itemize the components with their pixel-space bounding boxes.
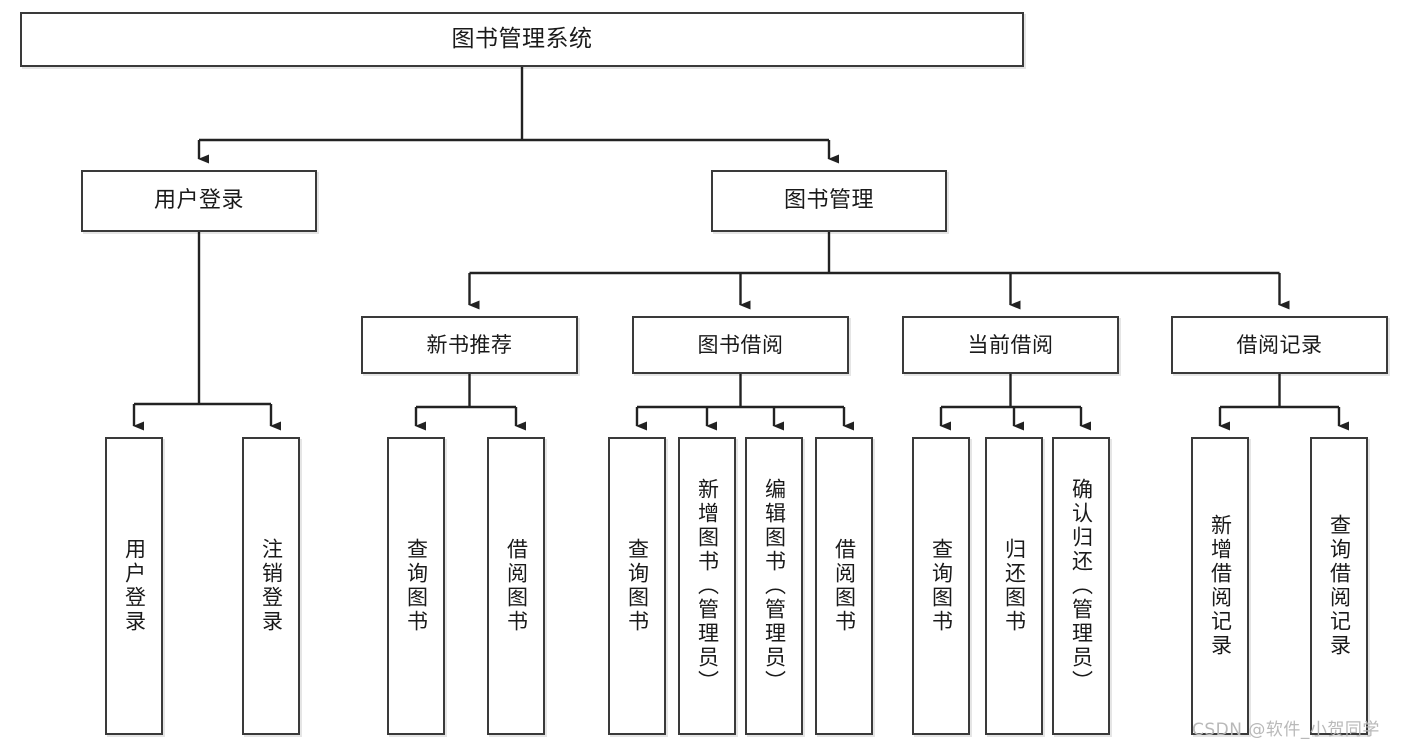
node-book-manage[interactable]: 图书管理 (711, 170, 947, 232)
node-query-book-current[interactable]: 查询图书 (912, 437, 970, 735)
node-add-borrow-record-label: 新增借阅记录 (1208, 514, 1233, 658)
csdn-watermark: CSDN @软件_小贺同学 (1192, 720, 1380, 740)
node-user-login-action-label: 用户登录 (122, 538, 147, 634)
node-query-borrow-record[interactable]: 查询借阅记录 (1310, 437, 1368, 735)
node-borrow-book-action-label: 借阅图书 (832, 538, 857, 634)
node-new-book-recommend-label: 新书推荐 (426, 332, 513, 357)
node-borrow-book-action[interactable]: 借阅图书 (815, 437, 873, 735)
node-edit-book-admin-label: 编辑图书（管理员） (762, 478, 787, 694)
node-user-login[interactable]: 用户登录 (81, 170, 317, 232)
node-query-book-current-label: 查询图书 (929, 538, 954, 634)
node-add-borrow-record[interactable]: 新增借阅记录 (1191, 437, 1249, 735)
node-return-book-label: 归还图书 (1002, 538, 1027, 634)
node-book-borrow[interactable]: 图书借阅 (632, 316, 849, 374)
node-borrow-book-rec[interactable]: 借阅图书 (487, 437, 545, 735)
node-confirm-return-admin-label: 确认归还（管理员） (1069, 478, 1094, 694)
node-book-borrow-label: 图书借阅 (697, 332, 784, 357)
node-user-login-action[interactable]: 用户登录 (105, 437, 163, 735)
node-add-book-admin-label: 新增图书（管理员） (695, 478, 720, 694)
node-new-book-recommend[interactable]: 新书推荐 (361, 316, 578, 374)
node-query-book-borrow-label: 查询图书 (625, 538, 650, 634)
node-add-book-admin[interactable]: 新增图书（管理员） (678, 437, 736, 735)
node-book-manage-label: 图书管理 (783, 188, 874, 214)
node-current-borrow[interactable]: 当前借阅 (902, 316, 1119, 374)
node-user-logout-action-label: 注销登录 (259, 538, 284, 634)
node-user-logout-action[interactable]: 注销登录 (242, 437, 300, 735)
node-query-borrow-record-label: 查询借阅记录 (1327, 514, 1352, 658)
node-query-book-rec[interactable]: 查询图书 (387, 437, 445, 735)
node-return-book[interactable]: 归还图书 (985, 437, 1043, 735)
node-borrow-record-label: 借阅记录 (1236, 332, 1323, 357)
node-borrow-record[interactable]: 借阅记录 (1171, 316, 1388, 374)
node-borrow-book-rec-label: 借阅图书 (504, 538, 529, 634)
node-root-label: 图书管理系统 (451, 25, 593, 52)
node-query-book-borrow[interactable]: 查询图书 (608, 437, 666, 735)
node-query-book-rec-label: 查询图书 (404, 538, 429, 634)
node-user-login-label: 用户登录 (153, 188, 244, 214)
node-edit-book-admin[interactable]: 编辑图书（管理员） (745, 437, 803, 735)
node-root[interactable]: 图书管理系统 (20, 12, 1024, 67)
node-current-borrow-label: 当前借阅 (967, 332, 1054, 357)
node-confirm-return-admin[interactable]: 确认归还（管理员） (1052, 437, 1110, 735)
